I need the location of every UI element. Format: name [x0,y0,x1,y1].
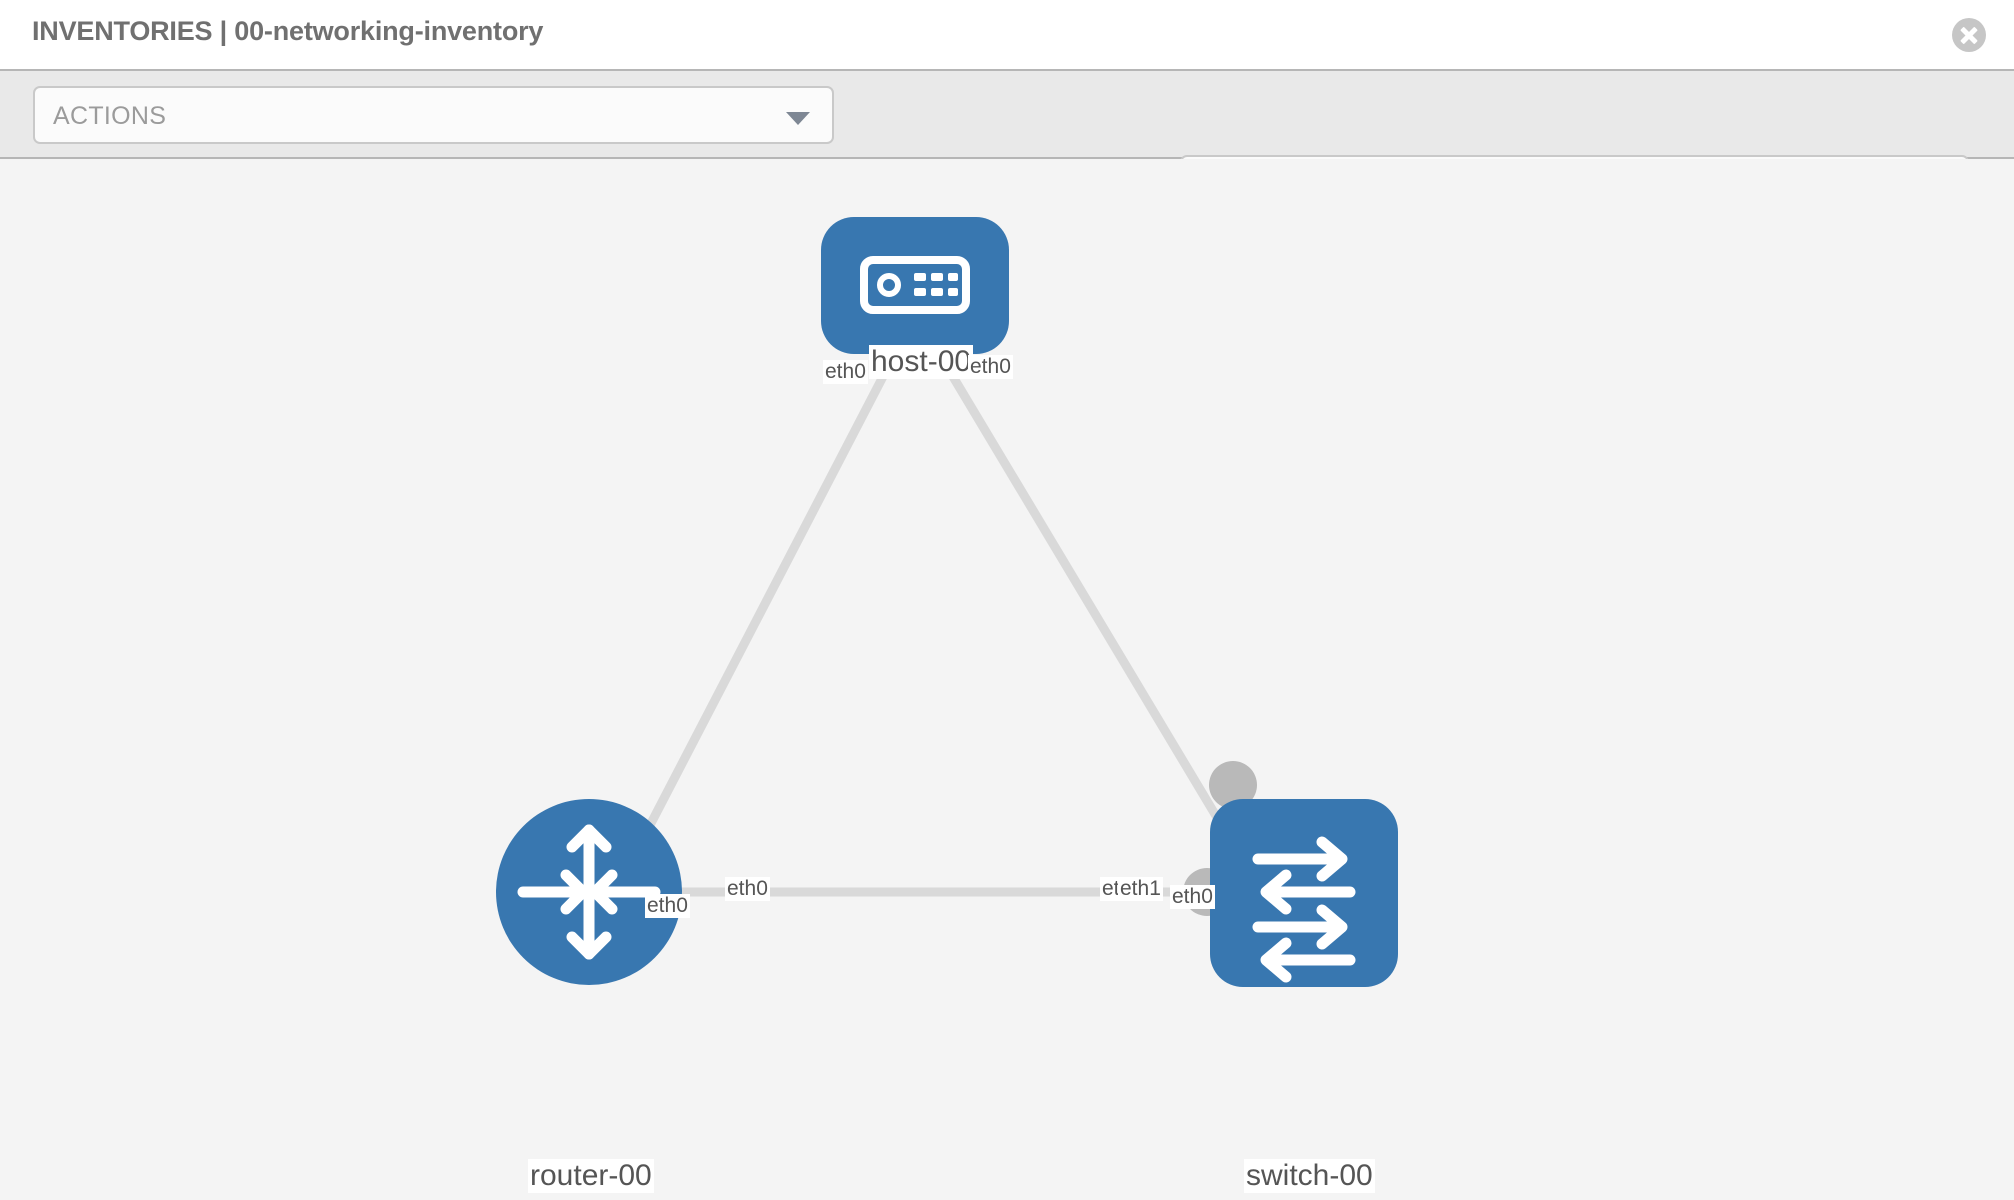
iface-label-switch00-left: eth1 [1118,877,1163,901]
node-switch-00[interactable] [1210,799,1398,987]
close-icon[interactable] [1952,18,1986,52]
actions-dropdown[interactable]: ACTIONS [33,86,834,144]
server-icon [860,256,970,314]
node-host-00[interactable] [821,217,1009,354]
actions-dropdown-label: ACTIONS [53,102,167,130]
node-label-host-00: host-00 [869,345,974,379]
iface-label-host00-left: eth0 [823,360,868,384]
router-arrows-icon [517,824,661,960]
switch-arrows-icon [1252,836,1356,983]
toolbar: ACTIONS SEARCH [0,69,2014,213]
node-label-switch-00: switch-00 [1244,1159,1375,1193]
iface-label-host00-right: eth0 [968,355,1013,379]
link-host00-switch00[interactable] [942,362,1247,864]
topology-links [616,362,1247,897]
link-host00-router00[interactable] [616,362,893,886]
connector-switch00-top[interactable] [1209,761,1257,809]
page-header: INVENTORIES | 00-networking-inventory [0,0,2014,69]
iface-label-router00-upper: eth0 [645,894,690,918]
chevron-down-icon [786,112,810,125]
topology-connectors [576,331,1257,916]
topology-graph [496,217,1398,987]
topology-canvas[interactable]: host-00 router-00 switch-00 eth0 eth0 et… [0,159,2014,1200]
page-title: INVENTORIES | 00-networking-inventory [32,16,544,46]
node-label-router-00: router-00 [528,1159,654,1193]
iface-label-router00-right: eth0 [725,877,770,901]
iface-label-switch00-upper: eth0 [1170,885,1215,909]
node-router-00[interactable] [496,799,682,985]
